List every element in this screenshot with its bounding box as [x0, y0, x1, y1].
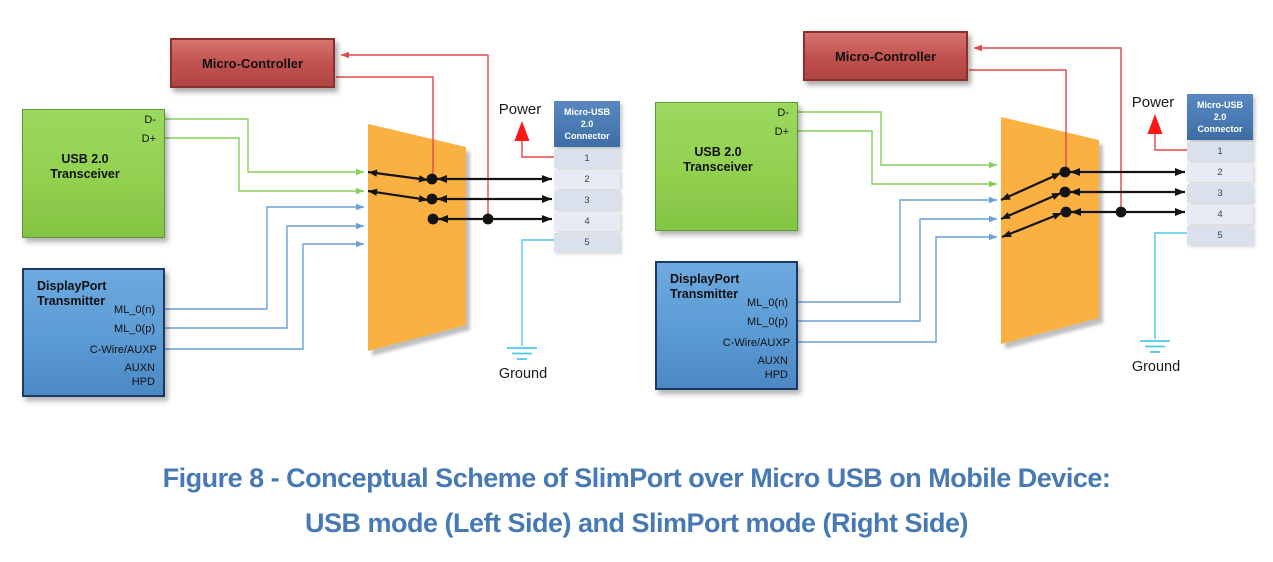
port-cwire-auxp: C-Wire/AUXP	[722, 337, 790, 349]
connector-pin-5: 5	[554, 233, 620, 252]
port-hpd: HPD	[764, 369, 788, 381]
figure-caption-line2: USB mode (Left Side) and SlimPort mode (…	[304, 508, 969, 538]
port-ml0n: ML_0(n)	[747, 297, 788, 309]
slimport-mode-wiring	[798, 44, 1187, 353]
port-ml0p: ML_0(p)	[114, 323, 155, 335]
connector-pin-2: 2	[1187, 163, 1253, 182]
port-d-plus: D+	[141, 133, 156, 145]
port-auxn: AUXN	[124, 362, 155, 374]
connector-pin-1: 1	[554, 149, 620, 168]
figure-caption-line1: Figure 8 - Conceptual Scheme of SlimPort…	[162, 463, 1111, 493]
connector-header-line3: Connector	[564, 131, 610, 141]
dp-title-line1: DisplayPort	[670, 272, 740, 286]
micro-controller-box: Micro-Controller	[803, 31, 968, 81]
connector-header: Micro-USB 2.0 Connector	[554, 101, 620, 147]
panel-slimport-mode: Micro-Controller USB 2.0 Transceiver D- …	[633, 0, 1273, 438]
connector-pin-4: 4	[1187, 205, 1253, 224]
connector-pin-2: 2	[554, 170, 620, 189]
usb-transceiver-title-line1: USB 2.0	[694, 145, 742, 159]
connector-header: Micro-USB 2.0 Connector	[1187, 94, 1253, 140]
usb-transceiver-title-line2: Transceiver	[50, 167, 120, 181]
port-d-plus: D+	[774, 126, 789, 138]
connector-header-line2: 2.0	[580, 119, 594, 129]
connector-header-line2: 2.0	[1213, 112, 1227, 122]
connector-header-line1: Micro-USB	[563, 107, 610, 117]
usb-transceiver-title-line1: USB 2.0	[61, 152, 109, 166]
micro-controller-label: Micro-Controller	[834, 48, 937, 64]
port-ml0p: ML_0(p)	[747, 316, 788, 328]
connector-pin-4: 4	[554, 212, 620, 231]
connector-header-line1: Micro-USB	[1196, 100, 1243, 110]
displayport-transmitter-box: DisplayPort Transmitter ML_0(n) ML_0(p) …	[655, 261, 798, 390]
port-d-minus: D-	[777, 107, 789, 119]
connector-pin-3: 3	[554, 191, 620, 210]
micro-usb-connector: Micro-USB 2.0 Connector 1 2 3 4 5	[1187, 94, 1253, 245]
figure-caption: Figure 8 - Conceptual Scheme of SlimPort…	[0, 456, 1273, 546]
micro-controller-box: Micro-Controller	[170, 38, 335, 88]
dp-title-line2: Transmitter	[37, 294, 106, 308]
micro-usb-connector: Micro-USB 2.0 Connector 1 2 3 4 5	[554, 101, 620, 252]
ground-label: Ground	[498, 366, 548, 382]
port-cwire-auxp: C-Wire/AUXP	[89, 344, 157, 356]
port-d-minus: D-	[144, 114, 156, 126]
ground-label: Ground	[1131, 359, 1181, 375]
displayport-transmitter-box: DisplayPort Transmitter ML_0(n) ML_0(p) …	[22, 268, 165, 397]
connector-pin-5: 5	[1187, 226, 1253, 245]
connector-pin-3: 3	[1187, 184, 1253, 203]
panel-usb-mode: Micro-Controller USB 2.0 Transceiver D- …	[0, 0, 640, 445]
power-label: Power	[1131, 94, 1175, 111]
connector-header-line3: Connector	[1197, 124, 1243, 134]
micro-controller-label: Micro-Controller	[201, 55, 304, 71]
dp-title-line2: Transmitter	[670, 287, 739, 301]
usb-mode-wiring	[165, 51, 554, 360]
dp-title-line1: DisplayPort	[37, 279, 107, 293]
usb-transceiver-title-line2: Transceiver	[683, 160, 753, 174]
usb-transceiver-label: USB 2.0 Transceiver	[23, 152, 147, 182]
port-ml0n: ML_0(n)	[114, 304, 155, 316]
connector-pin-1: 1	[1187, 142, 1253, 161]
port-hpd: HPD	[131, 376, 155, 388]
port-auxn: AUXN	[757, 355, 788, 367]
usb-transceiver-box: USB 2.0 Transceiver D- D+	[22, 109, 165, 238]
displayport-transmitter-label: DisplayPort Transmitter	[670, 272, 739, 302]
usb-transceiver-label: USB 2.0 Transceiver	[656, 145, 780, 175]
displayport-transmitter-label: DisplayPort Transmitter	[37, 279, 106, 309]
power-label: Power	[498, 101, 542, 118]
usb-transceiver-box: USB 2.0 Transceiver D- D+	[655, 102, 798, 231]
